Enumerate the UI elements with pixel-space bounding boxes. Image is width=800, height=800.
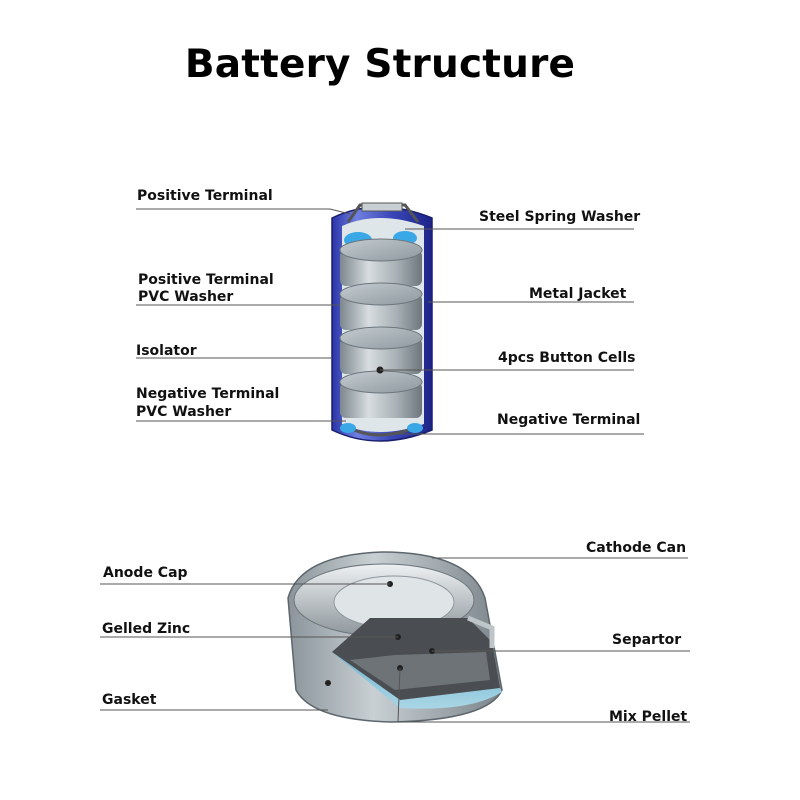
label-neg-pvc-washer-line1: Negative Terminal [136, 386, 280, 402]
label-steel-spring-washer: Steel Spring Washer [479, 209, 641, 225]
label-separator: Separtor [612, 632, 682, 648]
label-positive-terminal: Positive Terminal [137, 188, 273, 204]
cylinder-battery [331, 202, 433, 442]
label-pos-pvc-washer-line2: PVC Washer [138, 289, 234, 305]
label-neg-pvc-washer-line2: PVC Washer [136, 404, 232, 420]
label-button-cells: 4pcs Button Cells [498, 350, 636, 366]
label-isolator: Isolator [136, 343, 197, 359]
label-negative-terminal: Negative Terminal [497, 412, 641, 428]
label-anode-cap: Anode Cap [103, 565, 188, 581]
label-pos-pvc-washer-line1: Positive Terminal [138, 272, 274, 288]
button-cells [339, 238, 423, 418]
label-cathode-can: Cathode Can [586, 540, 687, 556]
label-gelled-zinc: Gelled Zinc [102, 621, 191, 637]
label-gasket: Gasket [102, 692, 157, 708]
label-metal-jacket: Metal Jacket [529, 286, 627, 302]
cell-leader-lines [100, 557, 690, 723]
cylinder-leader-lines [136, 208, 644, 435]
page-title: Battery Structure [184, 42, 576, 87]
label-mix-pellet: Mix Pellet [609, 709, 688, 725]
